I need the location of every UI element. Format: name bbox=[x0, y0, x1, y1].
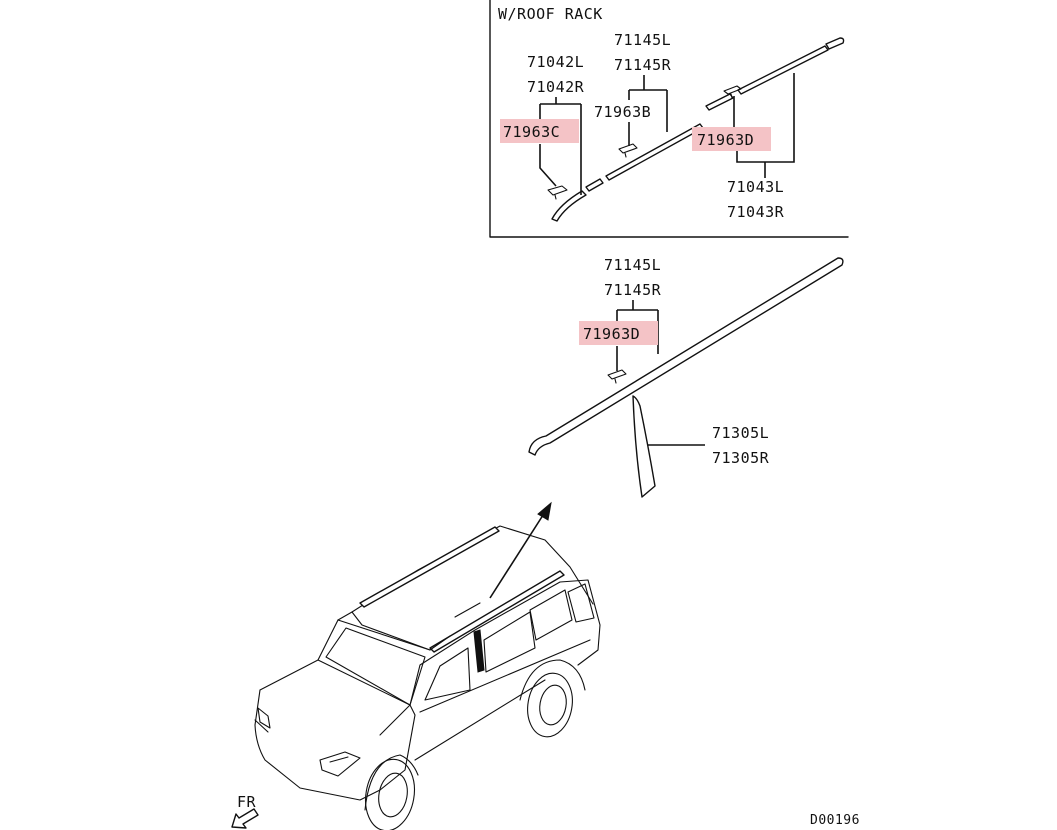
inset-leader-71043 bbox=[736, 73, 795, 178]
inset-roof-rack: W/ROOF RACK 71042L 71042R bbox=[489, 0, 849, 238]
vehicle-illustration bbox=[254, 525, 601, 830]
inset-leader-71145 bbox=[628, 75, 668, 132]
inset-label-71963b: 71963B bbox=[594, 103, 651, 121]
inset-roof-rail bbox=[551, 37, 845, 222]
main-label-71145l: 71145L bbox=[604, 256, 661, 274]
front-direction-indicator: FR bbox=[231, 793, 259, 829]
inset-label-71145r: 71145R bbox=[614, 56, 672, 74]
inset-highlight-71963c bbox=[500, 119, 579, 143]
inset-label-71043r: 71043R bbox=[727, 203, 785, 221]
inset-title: W/ROOF RACK bbox=[498, 5, 603, 23]
inset-frame bbox=[489, 0, 849, 238]
fr-arrow-icon bbox=[231, 808, 259, 829]
inset-clip-71963d bbox=[723, 85, 742, 99]
main-leader-71145 bbox=[616, 300, 659, 354]
inset-label-71963c: 71963C bbox=[503, 123, 560, 141]
main-highlight-71963d bbox=[579, 321, 658, 345]
main-label-71305l: 71305L bbox=[712, 424, 769, 442]
inset-label-71145l: 71145L bbox=[614, 31, 671, 49]
inset-label-71042r: 71042R bbox=[527, 78, 585, 96]
inset-label-71042l: 71042L bbox=[527, 53, 584, 71]
inset-clip-71963b bbox=[618, 143, 638, 158]
main-label-71963d: 71963D bbox=[583, 325, 640, 343]
fr-label: FR bbox=[237, 793, 257, 811]
main-label-71145r: 71145R bbox=[604, 281, 662, 299]
diagram-code: D00196 bbox=[810, 813, 860, 828]
inset-highlight-71963d bbox=[692, 127, 771, 151]
inset-leader-71042 bbox=[539, 97, 582, 195]
inset-label-71043l: 71043L bbox=[727, 178, 784, 196]
main-label-71305r: 71305R bbox=[712, 449, 770, 467]
roof-drip-molding bbox=[528, 257, 844, 456]
reference-arrow bbox=[489, 501, 552, 599]
window-garnish-71305 bbox=[632, 395, 656, 498]
inset-label-71963d: 71963D bbox=[697, 131, 754, 149]
inset-clip-71963c bbox=[547, 185, 568, 200]
inset-leader-71963c bbox=[539, 144, 557, 187]
main-clip-71963d bbox=[607, 369, 627, 384]
main-roof-molding: 71145L 71145R 71963D 71305L 71305R bbox=[528, 256, 844, 498]
